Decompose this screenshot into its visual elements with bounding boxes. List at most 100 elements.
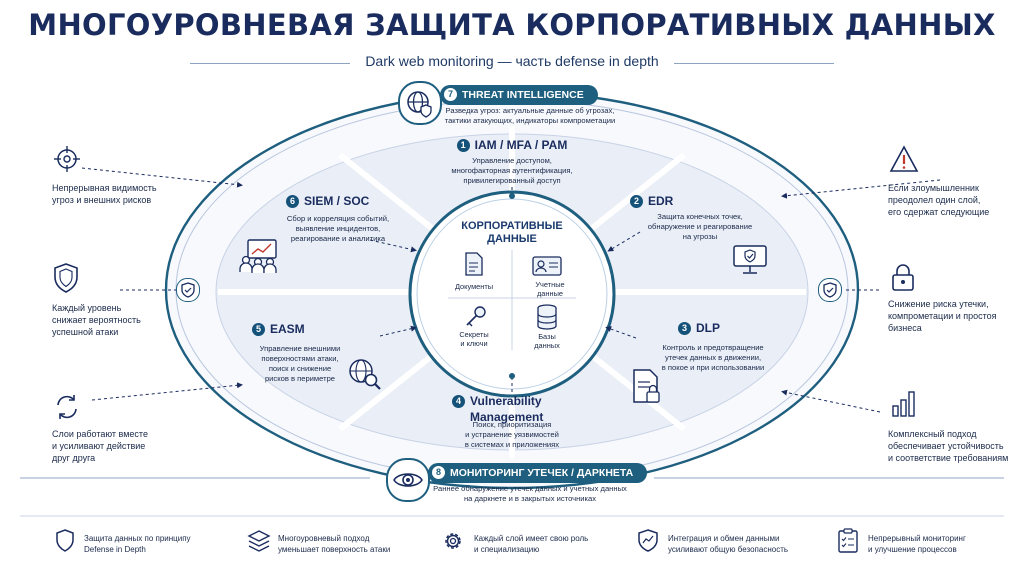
desc-line: утечек данных в движении, [664,353,762,362]
layer-6-label: SIEM / SOC [304,194,370,208]
layer-8-number: 8 [432,466,445,479]
note-line: его сдержат следующие [888,207,990,217]
core-item-label: Учетные [535,280,565,289]
bottom-line: усиливают общую безопасность [668,545,789,554]
document-icon [464,252,484,281]
note-line: обеспечивает устойчивость [888,441,1004,451]
eye-icon [386,458,430,502]
target-icon [52,144,82,179]
note-line: бизнеса [888,323,922,333]
layer-3-description: Контроль и предотвращение утечек данных … [638,343,788,373]
bottom-line: уменьшает поверхность атаки [278,545,391,554]
note-line: угроз и внешних рисков [52,195,152,205]
desc-line: обнаружение и реагирование [647,222,753,231]
layer-7-title: 7 THREAT INTELLIGENCE [440,85,598,105]
note-line: преодолел один слой, [888,195,981,205]
desc-line: на даркнете и в закрытых источниках [463,494,597,503]
gear-icon [440,528,466,559]
subtitle-bar: Dark web monitoring — часть defense in d… [190,53,834,73]
layer-5-label: EASM [270,322,305,336]
bar-chart-icon [890,388,920,423]
database-icon [536,304,558,335]
core-item-label: Секреты [459,330,489,339]
layer-3-label: DLP [696,321,720,335]
bottom-line: Многоуровневый подход [278,534,370,543]
layer-1-title: 1 IAM / MFA / PAM [412,136,612,154]
note-line: и усиливают действие [52,441,146,451]
desc-line: на угрозы [682,232,718,241]
desc-line: в покое и при использовании [661,363,765,372]
desc-line: Разведка угроз: актуальные данные об угр… [445,106,615,115]
layer-connectors [81,167,941,413]
desc-line: Сбор и корреляция событий, [286,214,390,223]
layer-2-number: 2 [630,195,643,208]
layer-8-label: МОНИТОРИНГ УТЕЧЕК / ДАРКНЕТА [450,467,634,479]
core-item-label: данных [534,341,560,350]
layer-5-number: 5 [252,323,265,336]
layer-6-description: Сбор и корреляция событий, выявление инц… [268,214,408,244]
analytics-team-icon [238,238,280,279]
desc-line: многофакторная аутентификация, [451,166,573,175]
desc-line: и устранение уязвимостей [465,430,559,439]
core-item-documents: Документы [446,282,502,291]
layer-1-number: 1 [456,139,470,152]
warning-icon [888,144,920,179]
bottom-line: Defense in Depth [84,545,146,554]
bottom-item-1: Защита данных по принципу Defense in Dep… [84,533,234,555]
globe-search-icon [346,356,384,397]
document-lock-icon [630,368,664,411]
layer-2-description: Защита конечных точек, обнаружение и реа… [630,212,770,242]
connector-dot [509,373,515,379]
layer-7-label: THREAT INTELLIGENCE [462,89,584,101]
page-subtitle: Dark web monitoring — часть defense in d… [365,53,659,69]
note-line: Каждый уровень [52,303,122,313]
layer-1-label: IAM / MFA / PAM [474,138,568,152]
note-line: снижает вероятность [52,315,141,325]
right-note-1: Если злоумышленник преодолел один слой, … [888,182,1018,218]
key-icon [464,304,488,333]
right-note-3: Комплексный подход обеспечивает устойчив… [888,428,1022,464]
note-line: и соответствие требованиям [888,453,1009,463]
core-item-secrets: Секреты и ключи [446,330,502,348]
left-note-2: Каждый уровень снижает вероятность успеш… [52,302,182,338]
note-line: компрометации и простоя [888,311,997,321]
desc-line: Контроль и предотвращение [662,343,764,352]
desc-line: реагирование и аналитика [290,234,386,243]
bottom-item-3: Каждый слой имеет свою роль и специализа… [474,533,624,555]
core-item-label: и ключи [460,339,488,348]
checklist-icon [836,528,860,559]
desc-line: в системах и приложениях [464,440,560,449]
layer-4-number: 4 [452,395,465,408]
globe-shield-icon [398,81,442,125]
note-line: Если злоумышленник [888,183,979,193]
shield-icon [54,528,76,559]
desc-line: поиск и снижение [268,364,332,373]
desc-line: Раннее обнаружение утечек данных и учетн… [433,484,627,493]
note-line: успешной атаки [52,327,119,337]
connector-dot [509,193,515,199]
layer-7-number: 7 [444,88,457,101]
lock-icon [890,262,916,297]
bottom-line: и улучшение процессов [868,545,957,554]
desc-line: привилегированный доступ [463,176,561,185]
layer-4-label-line2: Management [470,410,544,424]
ring-shield-icon-right [818,278,842,302]
layers-icon [246,528,272,559]
shield-icon [52,262,80,299]
layer-6-number: 6 [286,195,299,208]
desc-line: Поиск, приоритизация [472,420,552,429]
desc-line: тактики атакующих, индикаторы компромета… [444,116,616,125]
core-item-credentials: Учетные данные [522,280,578,298]
core-item-databases: Базы данных [519,332,575,350]
desc-line: поверхностями атаки, [261,354,339,363]
shield-chart-icon [636,528,660,559]
layer-6-title: 6 SIEM / SOC [286,192,406,210]
note-line: Комплексный подход [888,429,977,439]
bottom-line: Интеграция и обмен данными [668,534,780,543]
layer-5-description: Управление внешними поверхностями атаки,… [240,344,360,384]
note-line: Непрерывная видимость [52,183,157,193]
layer-7-description: Разведка угроз: актуальные данные об угр… [420,106,640,126]
